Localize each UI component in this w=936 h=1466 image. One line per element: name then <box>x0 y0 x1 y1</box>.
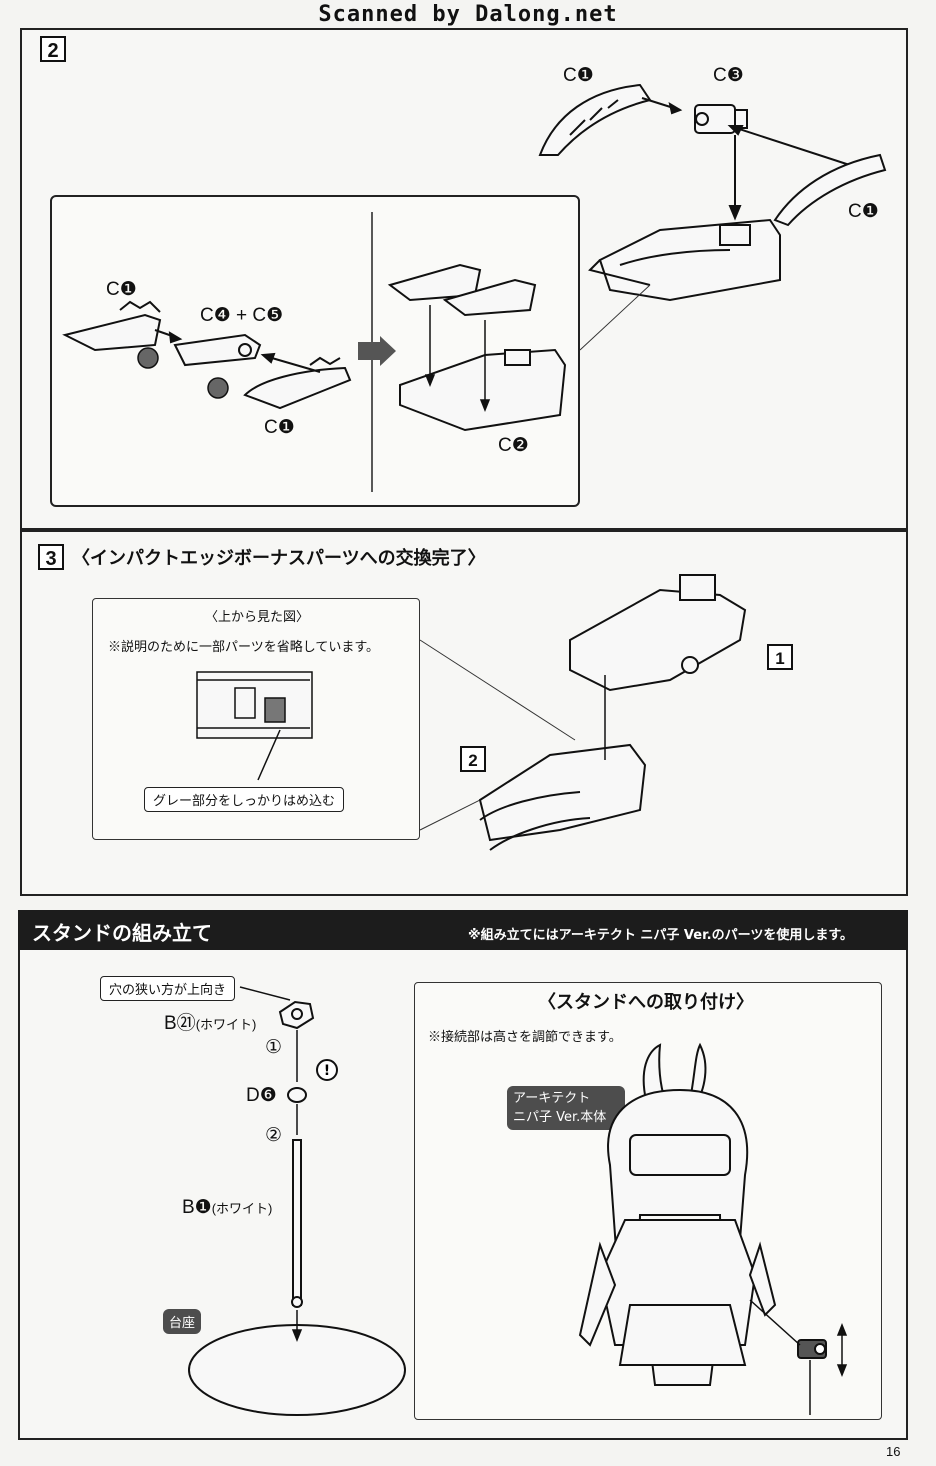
part-label-b21: B㉑(ホワイト) <box>164 1008 256 1035</box>
step-3-callout: グレー部分をしっかりはめ込む <box>144 787 345 812</box>
base-label: 台座 <box>163 1309 202 1334</box>
tag-part-1: 1 <box>767 644 793 670</box>
part-label-b1-color: (ホワイト) <box>211 1201 273 1216</box>
claw-c1-inset-right <box>243 366 352 410</box>
watermark: Scanned by Dalong.net <box>318 2 618 27</box>
figure-attach-illustration <box>578 1042 848 1415</box>
part-label-b21-code: B㉑ <box>164 1013 196 1034</box>
part-label-b1: B❶(ホワイト) <box>182 1196 272 1219</box>
part-label-c1-top-left: C❶ <box>563 65 594 86</box>
part-label-c1-inset-top: C❶ <box>106 279 137 300</box>
step-3-top-view-illustration <box>196 671 313 739</box>
gray-arrow-icon <box>358 336 396 366</box>
step-marker-1: ① <box>265 1037 283 1058</box>
part-label-c1-inset-bottom: C❶ <box>264 417 295 438</box>
part-label-b1-code: B❶ <box>182 1197 212 1218</box>
step-2-inset <box>50 195 580 507</box>
center-piece-c4-c5 <box>173 333 262 367</box>
step-3-main-illustration <box>478 574 747 851</box>
step-2-inset-right-illustration <box>387 263 567 432</box>
step-3-title: 〈インパクトエッジボーナスパーツへの交換完了〉 <box>72 548 486 569</box>
step-3-inset-note: ※説明のために一部パーツを省略しています。 <box>108 639 380 654</box>
part-label-c3: C❸ <box>713 65 744 86</box>
stand-assembly-illustration: ! <box>188 1000 406 1416</box>
claw-c1-inset-left <box>62 313 162 352</box>
part-label-c2: C❷ <box>498 435 529 456</box>
page-number: 16 <box>886 1444 901 1459</box>
connector-part-c3 <box>694 104 748 134</box>
claw-part-c1-left <box>538 83 652 156</box>
stand-leader <box>239 986 291 1001</box>
stand-header-bar <box>18 910 908 950</box>
stand-callout-top: 穴の狭い方が上向き <box>100 976 236 1001</box>
step-2-number: 2 <box>40 36 66 62</box>
arrow-c1-to-c3 <box>641 97 683 115</box>
assembled-part-step2 <box>588 218 781 302</box>
step-3-number: 3 <box>38 544 64 570</box>
stand-note: ※組み立てにはアーキテクト ニパ子 Ver.のパーツを使用します。 <box>468 928 854 943</box>
svg-text:!: ! <box>324 1063 330 1079</box>
step-3-inset-title: 〈上から見た図〉 <box>205 609 310 624</box>
pin-icon <box>137 347 229 399</box>
stand-attach-note: ※接続部は高さを調節できます。 <box>428 1029 622 1044</box>
body-label: アーキテクト ニパ子 Ver.本体 <box>507 1086 625 1130</box>
body-label-line-1: アーキテクト <box>513 1091 591 1106</box>
part-label-b21-color: (ホワイト) <box>195 1017 257 1032</box>
stand-attach-title: 〈スタンドへの取り付け〉 <box>538 992 754 1013</box>
arrow-c3-down <box>727 125 866 221</box>
tag-part-2: 2 <box>460 746 486 772</box>
step-2-top-illustration <box>538 83 887 302</box>
part-label-c4-c5: C❹ + C❺ <box>200 305 284 326</box>
warning-icon: ! <box>316 1059 338 1081</box>
claw-part-c1-right <box>773 153 887 227</box>
step-2-inset-left-illustration <box>62 300 352 410</box>
step-marker-2: ② <box>265 1125 283 1146</box>
body-label-line-2: ニパ子 Ver.本体 <box>513 1110 607 1125</box>
stand-title: スタンドの組み立て <box>32 921 212 945</box>
part-label-c1-right: C❶ <box>848 201 879 222</box>
part-label-d6: D❻ <box>246 1085 277 1106</box>
